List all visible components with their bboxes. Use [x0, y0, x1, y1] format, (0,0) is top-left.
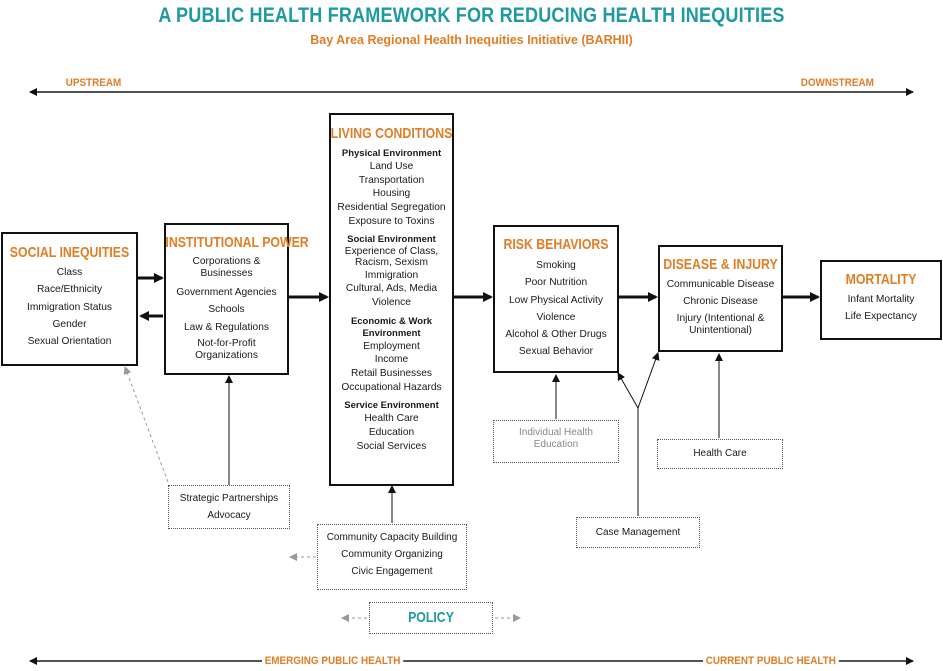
- living-conditions-box: LIVING CONDITIONS Physical Environment L…: [329, 113, 454, 486]
- list-item: Corporations & Businesses: [192, 256, 261, 279]
- case-management-box: Case Management: [576, 517, 700, 548]
- list-item: Sexual Behavior: [518, 346, 594, 358]
- disease-injury-title: DISEASE & INJURY: [663, 256, 778, 273]
- strategic-partnerships-box: Strategic Partnerships Advocacy: [168, 485, 290, 529]
- list-item: Transportation: [358, 174, 425, 186]
- mortality-title: MORTALITY: [845, 271, 917, 288]
- list-item: Strategic Partnerships: [179, 493, 279, 504]
- list-item: Occupational Hazards: [341, 381, 442, 393]
- upstream-label: UPSTREAM: [63, 77, 124, 89]
- living-conditions-title: LIVING CONDITIONS: [330, 125, 453, 142]
- list-item: Violence: [372, 296, 411, 308]
- current-public-health-label: CURRENT PUBLIC HEALTH: [703, 655, 839, 667]
- list-item: Chronic Disease: [683, 296, 758, 308]
- risk-behaviors-box: RISK BEHAVIORS Smoking Poor Nutrition Lo…: [493, 225, 619, 373]
- list-item: Retail Businesses: [351, 368, 432, 380]
- list-item: Community Capacity Building: [326, 532, 458, 543]
- list-item: Smoking: [536, 260, 576, 271]
- disease-injury-box: DISEASE & INJURY Communicable Disease Ch…: [658, 245, 783, 352]
- list-item: Alcohol & Other Drugs: [505, 329, 607, 341]
- emerging-public-health-label: EMERGING PUBLIC HEALTH: [262, 655, 404, 667]
- list-item: Social Services: [356, 440, 427, 452]
- list-item: Schools: [208, 304, 245, 316]
- list-item: Low Physical Activity: [509, 294, 603, 306]
- health-care-box: Health Care: [657, 439, 783, 469]
- list-item: Law & Regulations: [184, 321, 269, 333]
- list-item: Class: [56, 267, 83, 278]
- list-item: Immigration Status: [27, 301, 112, 313]
- list-item: Life Expectancy: [845, 311, 917, 323]
- section-heading: Service Environment: [344, 400, 439, 412]
- arrow-strategic-to-social: [123, 366, 169, 483]
- list-item: Sexual Orientation: [27, 336, 112, 348]
- list-item: Exposure to Toxins: [348, 215, 435, 227]
- page-title: A PUBLIC HEALTH FRAMEWORK FOR REDUCING H…: [158, 4, 785, 27]
- list-item: Race/Ethnicity: [36, 284, 103, 296]
- list-item: Civic Engagement: [351, 566, 433, 577]
- list-item: Individual Health Education: [519, 427, 593, 450]
- list-item: Infant Mortality: [847, 294, 915, 305]
- section-heading: Physical Environment: [341, 148, 442, 159]
- list-item: Education: [368, 427, 415, 439]
- list-item: Gender: [52, 318, 87, 330]
- list-item: Communicable Disease: [666, 279, 775, 290]
- list-item: Immigration: [364, 269, 419, 281]
- list-item: Government Agencies: [176, 287, 277, 298]
- list-item: Not-for-Profit Organizations: [195, 337, 258, 361]
- community-box: Community Capacity Building Community Or…: [317, 524, 467, 590]
- list-item: Employment: [363, 340, 420, 352]
- policy-label: POLICY: [408, 609, 454, 626]
- list-item: Injury (Intentional & Unintentional): [676, 312, 765, 336]
- individual-health-education-box: Individual Health Education: [493, 420, 619, 463]
- mortality-box: MORTALITY Infant Mortality Life Expectan…: [820, 260, 942, 340]
- section-heading: Social Environment: [347, 233, 436, 245]
- policy-box: POLICY: [369, 602, 493, 634]
- list-item: Cultural, Ads, Media: [345, 283, 438, 295]
- section-heading: Economic & Work Environment: [350, 315, 433, 339]
- list-item: Experience of Class, Racism, Sexism: [344, 245, 439, 269]
- list-item: Violence: [536, 311, 576, 323]
- institutional-power-title: INSTITUTIONAL POWER: [165, 234, 309, 251]
- page-subtitle: Bay Area Regional Health Inequities Init…: [310, 33, 633, 47]
- list-item: Housing: [372, 188, 411, 200]
- list-item: Community Organizing: [341, 549, 443, 560]
- list-item: Income: [374, 354, 409, 366]
- list-item: Health Care: [693, 448, 747, 459]
- downstream-label: DOWNSTREAM: [798, 77, 877, 89]
- social-inequities-title: SOCIAL INEQUITIES: [9, 244, 130, 261]
- risk-behaviors-title: RISK BEHAVIORS: [503, 236, 609, 253]
- social-inequities-box: SOCIAL INEQUITIES Class Race/Ethnicity I…: [1, 232, 138, 366]
- list-item: Health Care: [364, 413, 419, 425]
- list-item: Poor Nutrition: [524, 277, 588, 289]
- list-item: Advocacy: [207, 510, 251, 521]
- list-item: Case Management: [595, 527, 681, 538]
- list-item: Land Use: [369, 161, 414, 172]
- institutional-power-box: INSTITUTIONAL POWER Corporations & Busin…: [164, 223, 309, 375]
- list-item: Residential Segregation: [337, 202, 446, 214]
